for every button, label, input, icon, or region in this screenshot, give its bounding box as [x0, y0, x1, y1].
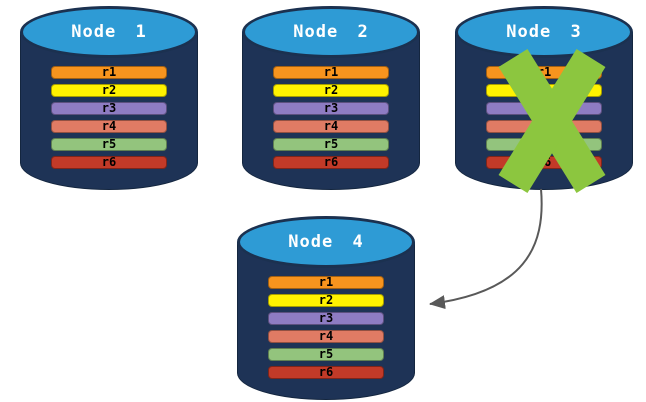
- node-1-rows: r1 r2 r3 r4 r5 r6: [51, 66, 167, 174]
- row-r5: r5: [51, 138, 167, 151]
- node-4-rows: r1 r2 r3 r4 r5 r6: [268, 276, 384, 384]
- node-1-label: Node 1: [71, 22, 147, 42]
- node-3: Node 3 r1 r2 r3 r4 r5 r6: [455, 6, 633, 193]
- row-r6: r6: [51, 156, 167, 169]
- row-r5: r5: [268, 348, 384, 361]
- arrow-curve: [429, 188, 543, 310]
- row-r1: r1: [51, 66, 167, 79]
- node-4-label: Node 4: [288, 232, 364, 252]
- row-r3: r3: [273, 102, 389, 115]
- node-2-cylinder-top: Node 2: [242, 6, 420, 58]
- node-1-cylinder-top: Node 1: [20, 6, 198, 58]
- row-r4: r4: [51, 120, 167, 133]
- row-r2: r2: [273, 84, 389, 97]
- node-4: Node 4 r1 r2 r3 r4 r5 r6: [237, 216, 415, 400]
- row-r4: r4: [268, 330, 384, 343]
- row-r6: r6: [268, 366, 384, 379]
- row-r3: r3: [51, 102, 167, 115]
- node-2-label: Node 2: [293, 22, 369, 42]
- row-r3: r3: [268, 312, 384, 325]
- row-r1: r1: [273, 66, 389, 79]
- failure-x-icon: [498, 49, 606, 193]
- node-1: Node 1 r1 r2 r3 r4 r5 r6: [20, 6, 198, 190]
- node-4-cylinder-top: Node 4: [237, 216, 415, 268]
- node-2: Node 2 r1 r2 r3 r4 r5 r6: [242, 6, 420, 190]
- row-r5: r5: [273, 138, 389, 151]
- row-r4: r4: [273, 120, 389, 133]
- row-r2: r2: [268, 294, 384, 307]
- node-2-rows: r1 r2 r3 r4 r5 r6: [273, 66, 389, 174]
- row-r2: r2: [51, 84, 167, 97]
- node-3-label: Node 3: [506, 22, 582, 42]
- row-r6: r6: [273, 156, 389, 169]
- row-r1: r1: [268, 276, 384, 289]
- node-3-cylinder-top: Node 3: [455, 6, 633, 58]
